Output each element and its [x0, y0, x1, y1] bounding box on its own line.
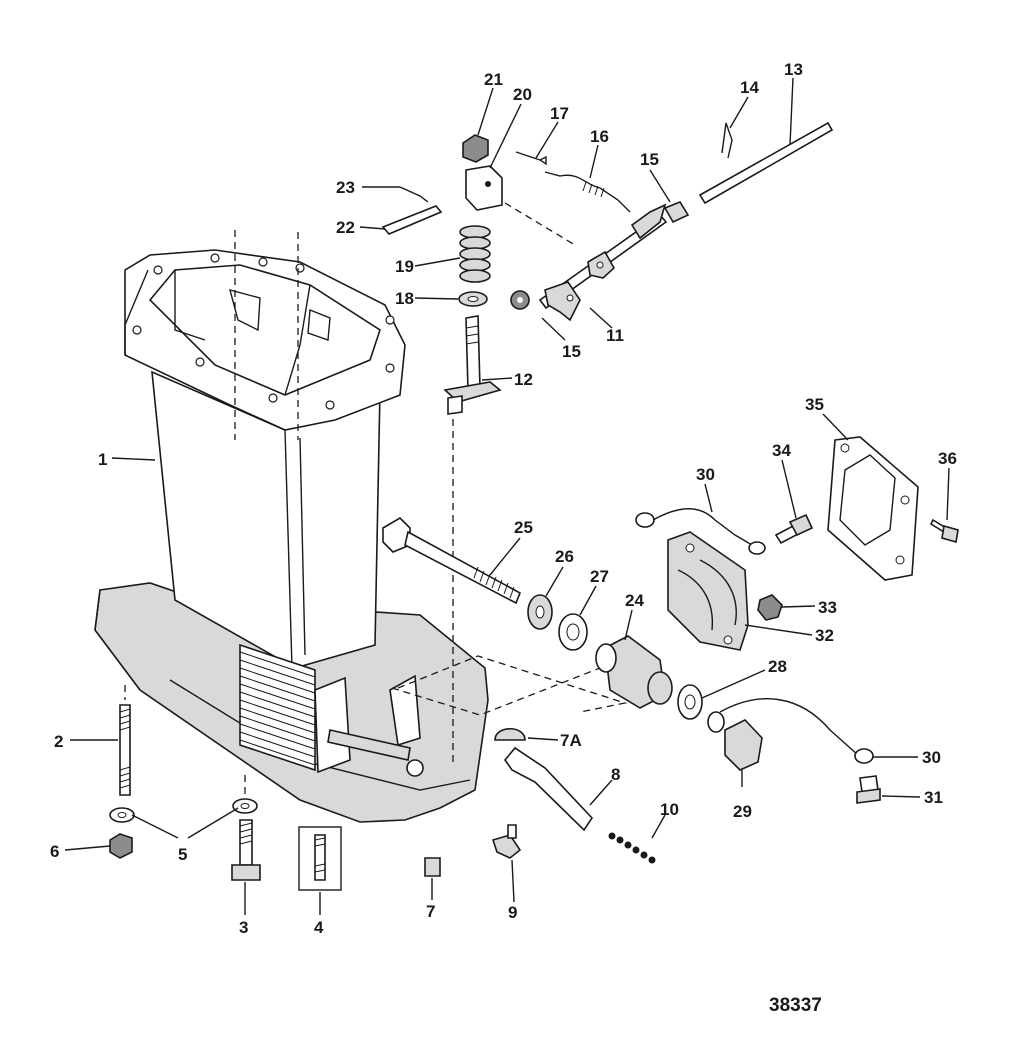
callout-8: 8 [611, 765, 620, 784]
callout-2: 2 [54, 732, 63, 751]
leader-lines [64, 77, 950, 915]
callout-33: 33 [818, 598, 837, 617]
callout-17: 17 [550, 104, 569, 123]
callout-16: 16 [590, 127, 609, 146]
callout-11: 11 [606, 326, 624, 345]
callout-12: 12 [514, 370, 533, 389]
lower-hardware [109, 704, 656, 891]
callout-14: 14 [740, 78, 759, 97]
callout-30-upper: 30 [696, 465, 715, 484]
callout-18: 18 [395, 289, 414, 308]
callout-36: 36 [938, 449, 957, 468]
callout-5: 5 [178, 845, 187, 864]
callout-4: 4 [314, 918, 324, 937]
callout-35: 35 [805, 395, 824, 414]
callout-6: 6 [50, 842, 59, 861]
callout-34: 34 [772, 441, 791, 460]
callout-20: 20 [513, 85, 532, 104]
lower-mount-assembly [382, 436, 959, 804]
callout-31: 31 [924, 788, 943, 807]
callout-10: 10 [660, 800, 679, 819]
callout-7A: 7A [560, 731, 582, 750]
callout-23: 23 [336, 178, 355, 197]
callout-1: 1 [98, 450, 107, 469]
callout-3: 3 [239, 918, 248, 937]
callout-15-lower: 15 [562, 342, 581, 361]
callout-28: 28 [768, 657, 787, 676]
callout-29: 29 [733, 802, 752, 821]
callout-32: 32 [815, 626, 834, 645]
callout-21: 21 [484, 70, 503, 89]
callout-13: 13 [784, 60, 803, 79]
callout-24: 24 [625, 591, 644, 610]
callout-26: 26 [555, 547, 574, 566]
callout-19: 19 [395, 257, 414, 276]
callout-25: 25 [514, 518, 533, 537]
callout-22: 22 [336, 218, 355, 237]
callout-9: 9 [508, 903, 517, 922]
shift-shaft-assembly [381, 121, 834, 415]
assembly-axis-line [504, 202, 576, 246]
callout-7: 7 [426, 902, 435, 921]
callout-27: 27 [590, 567, 609, 586]
callout-15-upper: 15 [640, 150, 659, 169]
callout-labels: 1 2 3 4 5 6 7 7A 8 9 10 11 12 13 14 15 1… [50, 60, 957, 1016]
callout-30-lower: 30 [922, 748, 941, 767]
figure-number: 38337 [769, 995, 822, 1016]
driveshaft-housing [94, 249, 489, 823]
assembly-axis-line [391, 667, 601, 716]
